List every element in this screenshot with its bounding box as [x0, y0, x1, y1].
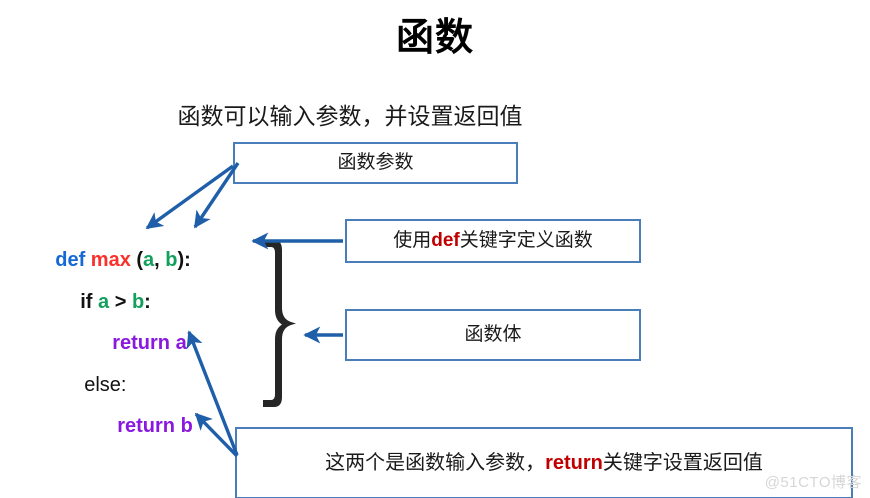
code-token-return-b: return b: [117, 415, 193, 437]
code-token-return-a: return a: [112, 332, 187, 354]
code-line-if: if a > b:: [58, 272, 151, 332]
code-line-return-a: return a: [90, 313, 187, 373]
callout-return-prefix: 这两个是函数输入参数，: [325, 452, 546, 474]
callout-def-highlight: def: [431, 230, 460, 251]
code-token-open-paren: (: [130, 249, 144, 271]
arrow-bottom-to-return-b: [194, 412, 239, 458]
page-title: 函数: [395, 17, 474, 59]
callout-function-parameters[interactable]: 函数参数: [233, 142, 518, 184]
arrow-params-to-b: [193, 162, 240, 229]
code-token-if-keyword: if: [80, 291, 99, 313]
code-token-param-a: a: [143, 249, 155, 271]
code-token-else-keyword: else:: [84, 374, 127, 396]
arrow-bottom-to-return-a: [186, 330, 239, 456]
callout-def-prefix: 使用: [393, 230, 432, 251]
callout-return-highlight: return: [545, 452, 603, 474]
code-line-return-b: return b: [95, 396, 193, 456]
callout-return-suffix: 关键字设置返回值: [602, 452, 763, 474]
code-token-param-b: b: [165, 249, 178, 271]
callout-function-body[interactable]: 函数体: [345, 309, 641, 361]
subtitle: 函数可以输入参数，并设置返回值: [177, 103, 523, 129]
callout-def-suffix: 关键字定义函数: [459, 230, 593, 251]
code-line-else: else:: [62, 355, 126, 415]
code-token-if-colon: :: [144, 291, 151, 313]
code-token-def-keyword: def: [55, 249, 86, 271]
callout-params-label: 函数参数: [337, 152, 414, 173]
curly-brace-icon: [258, 236, 304, 411]
code-token-close-paren-colon: ):: [177, 249, 191, 271]
callout-def-keyword[interactable]: 使用 def 关键字定义函数: [345, 219, 641, 263]
watermark: @51CTO博客: [764, 474, 862, 491]
code-token-if-a: a: [98, 291, 110, 313]
callout-body-label: 函数体: [464, 324, 522, 345]
code-line-def: def max (a, b):: [33, 230, 191, 290]
arrow-params-to-a: [145, 164, 234, 230]
code-token-if-b: b: [131, 291, 145, 313]
code-token-gt-operator: >: [109, 291, 132, 313]
callout-return-explanation[interactable]: 这两个是函数输入参数，return 关键字设置返回值: [235, 427, 853, 498]
code-token-comma: ,: [154, 249, 166, 271]
code-token-function-name: max: [90, 249, 131, 271]
